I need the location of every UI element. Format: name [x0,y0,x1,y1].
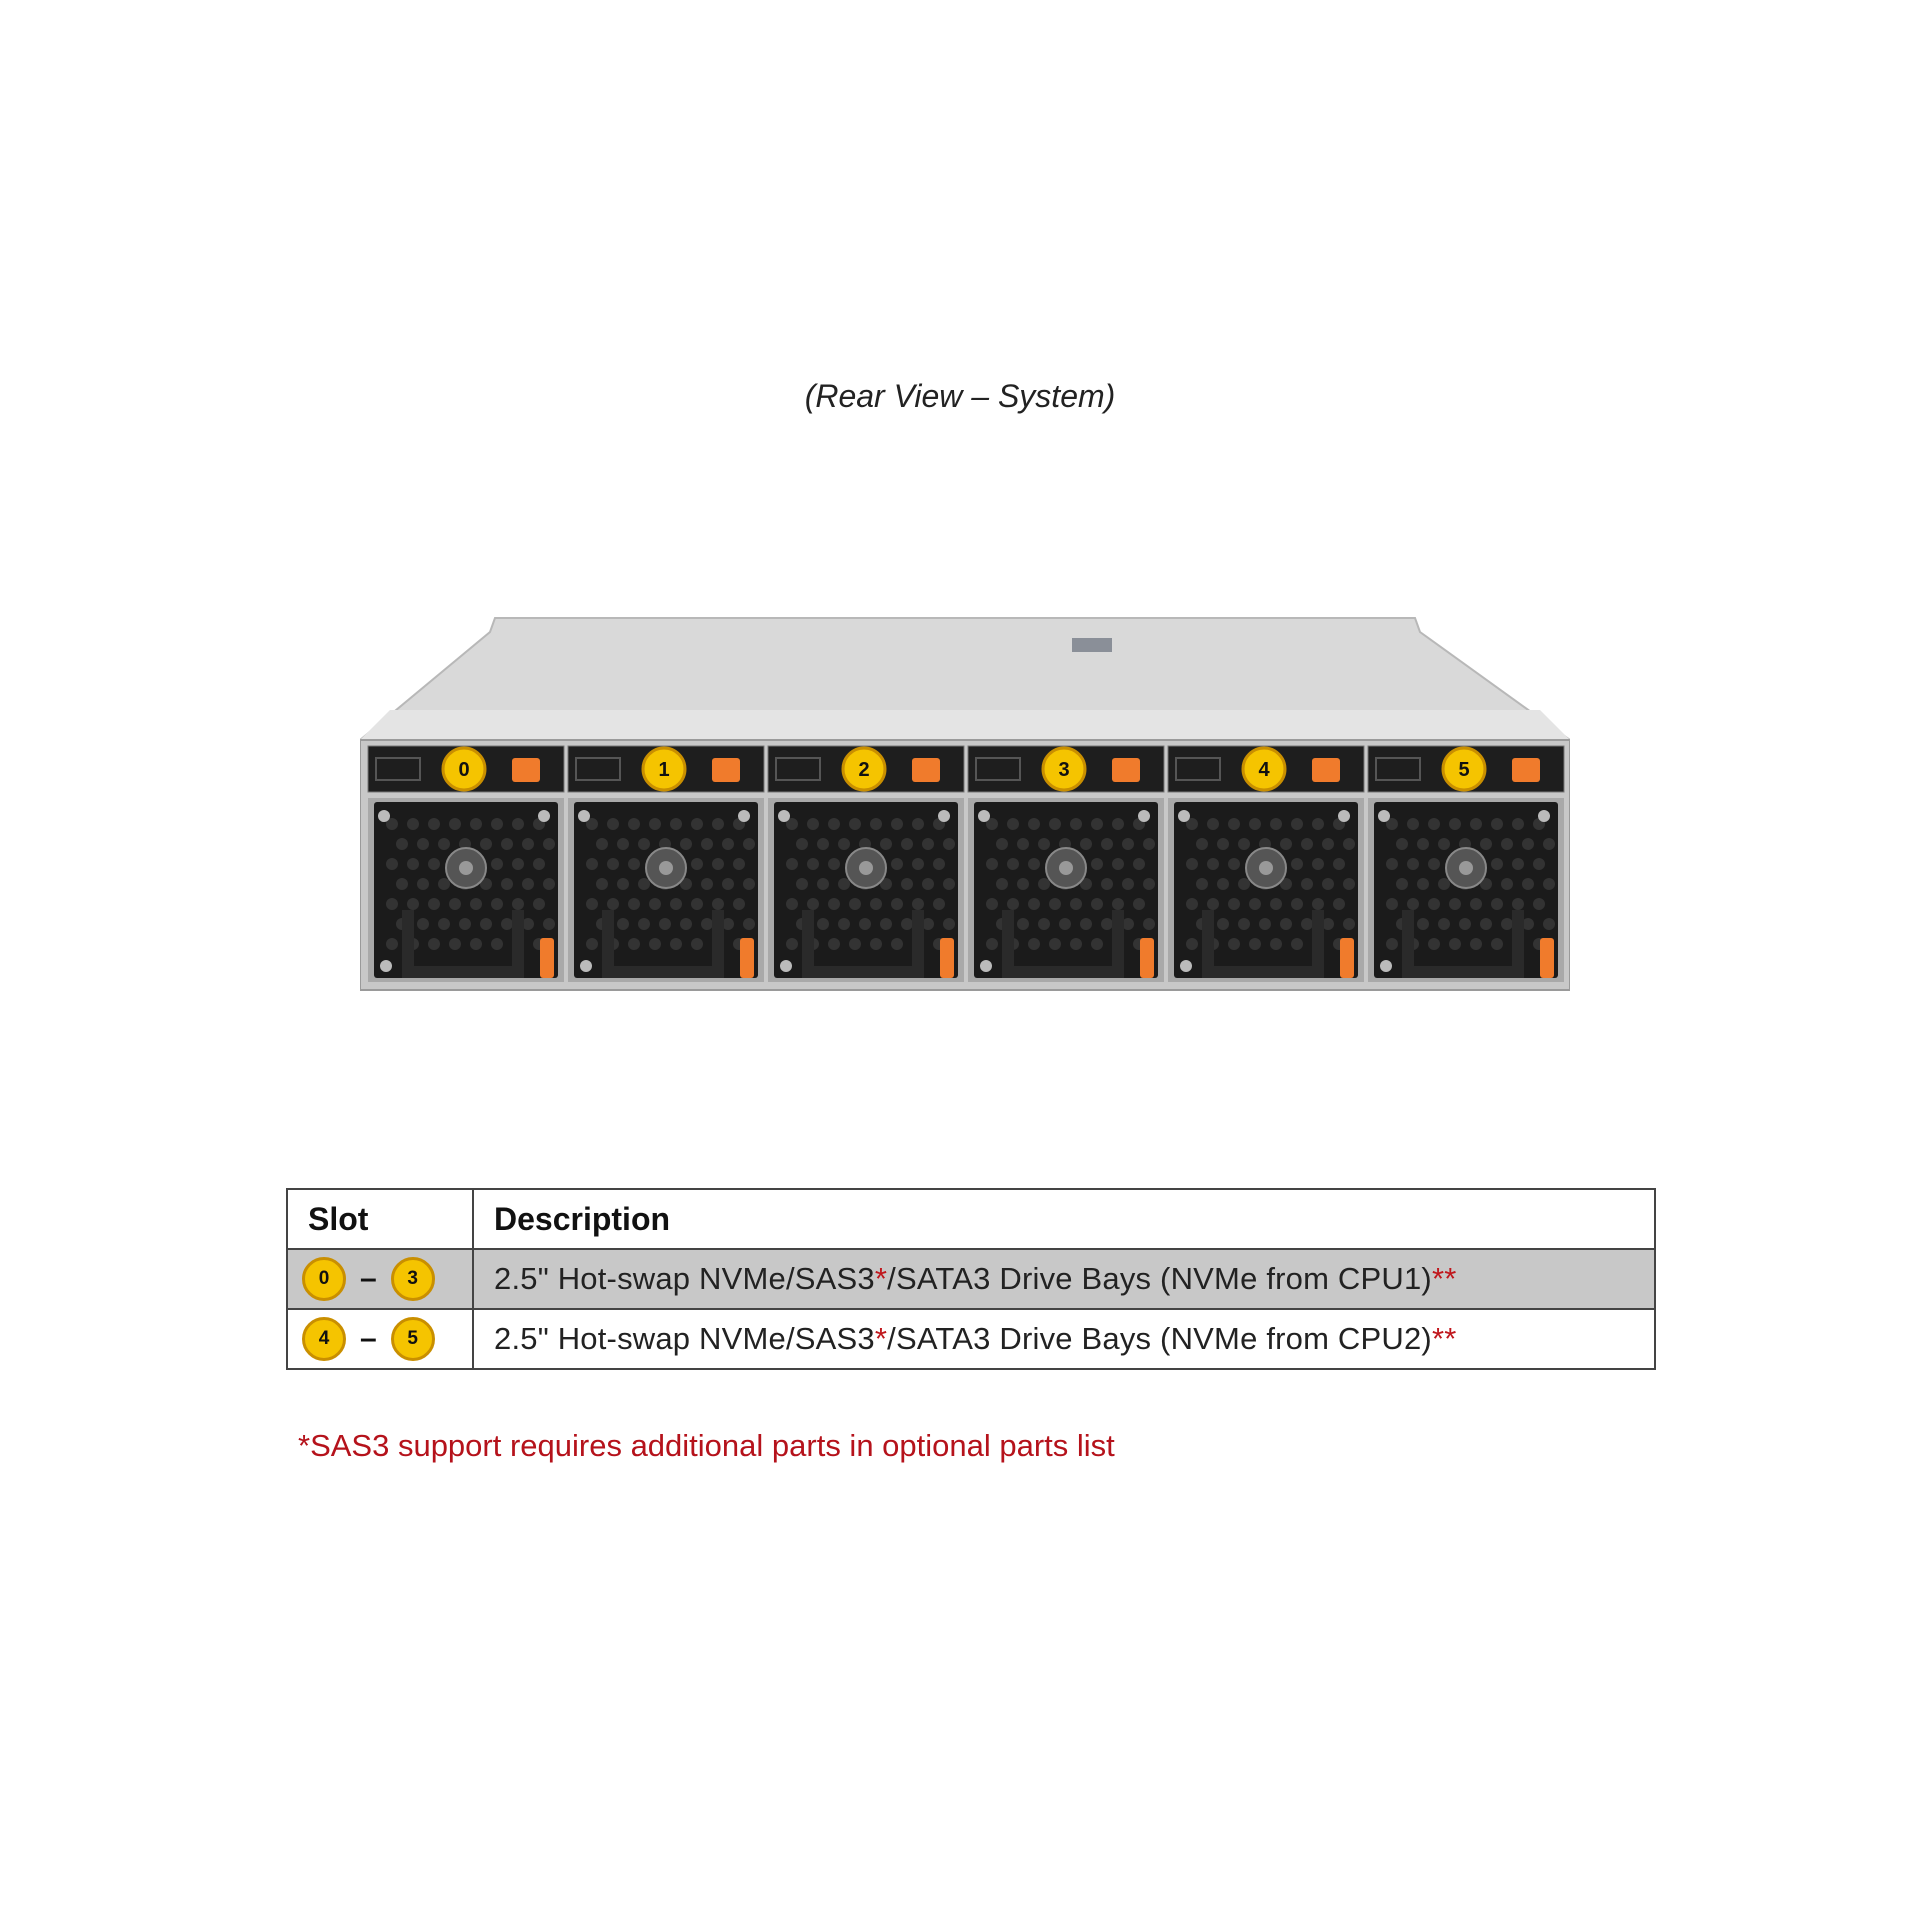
slot-badge: 5 [390,1317,435,1361]
release-button-icon [1512,758,1540,782]
release-button-icon [712,758,740,782]
table-row: 0–3 2.5" Hot-swap NVMe/SAS3*/SATA3 Drive… [286,1248,1656,1310]
description-text: /SATA3 Drive Bays (NVMe from CPU1) [887,1261,1432,1296]
slot-number-badge [1441,746,1487,792]
slot-number-badge [1241,746,1287,792]
handle-icon [1002,910,1124,978]
latch-tab-icon [1340,938,1354,978]
screw-icon [980,960,992,972]
server-rear-view-image: 0 1 2 3 4 5 [360,610,1570,1000]
slot-range: 0–3 [286,1248,474,1310]
slot-number-label: 5 [1458,759,1469,781]
footnote-mark: ** [1431,1261,1457,1296]
slot-number-label: 4 [1258,759,1270,781]
fan-module [574,802,758,978]
screw-icon [380,960,392,972]
screw-icon [738,810,750,822]
footnote: *SAS3 support requires additional parts … [298,1428,1115,1463]
screw-icon [1180,960,1192,972]
slot-badge: 3 [390,1257,435,1301]
slot-badge: 0 [302,1257,346,1301]
handle-icon [602,910,724,978]
server-illustration: 0 1 2 3 4 5 [360,617,1570,991]
screw-icon [580,960,592,972]
description-cell: 2.5" Hot-swap NVMe/SAS3*/SATA3 Drive Bay… [472,1248,1656,1310]
slot-number-badge [1041,746,1087,792]
slot-badge: 4 [302,1317,346,1361]
footnote-mark: * [874,1321,888,1356]
screw-icon [978,810,990,822]
range-dash: – [360,1262,377,1295]
latch-tab-icon [940,938,954,978]
slot-number-label: 2 [858,759,869,781]
handle-icon [802,910,924,978]
drive-bay: 4 [1167,745,1365,982]
fan-module [774,802,958,978]
view-caption: (Rear View – System) [804,378,1116,414]
fan-module [374,802,558,978]
description-text: 2.5" Hot-swap NVMe/SAS3 [494,1321,875,1356]
screw-icon [578,810,590,822]
latch-tab-icon [540,938,554,978]
slot-number-badge [841,746,887,792]
release-button-icon [512,758,540,782]
handle-icon [402,910,524,978]
handle-icon [1402,910,1524,978]
screw-icon [1538,810,1550,822]
drive-bay: 1 [567,745,765,982]
fan-module [1174,802,1358,978]
slot-range: 4–5 [286,1308,474,1370]
slot-number-badge [641,746,687,792]
screw-icon [1338,810,1350,822]
slot-number-label: 3 [1058,759,1069,781]
drive-bay: 0 [367,745,565,982]
screw-icon [538,810,550,822]
screw-icon [1178,810,1190,822]
slot-description-table: Slot Description 0–3 2.5" Hot-swap NVMe/… [286,1188,1656,1370]
fan-module [1374,802,1558,978]
screw-icon [780,960,792,972]
screw-icon [938,810,950,822]
fan-module [974,802,1158,978]
screw-icon [1380,960,1392,972]
drive-bay: 3 [967,745,1165,982]
footnote-mark: ** [1431,1321,1457,1356]
range-dash: – [360,1322,377,1355]
slot-number-badge [441,746,487,792]
release-button-icon [1112,758,1140,782]
release-button-icon [1312,758,1340,782]
footnote-mark: * [874,1261,888,1296]
screw-icon [1378,810,1390,822]
drive-bay: 5 [1367,745,1565,982]
release-button-icon [912,758,940,782]
latch-tab-icon [1540,938,1554,978]
screw-icon [778,810,790,822]
description-text: /SATA3 Drive Bays (NVMe from CPU2) [887,1321,1432,1356]
table-row: 4–5 2.5" Hot-swap NVMe/SAS3*/SATA3 Drive… [286,1308,1656,1370]
description-text: 2.5" Hot-swap NVMe/SAS3 [494,1261,875,1296]
description-column-header: Description [472,1188,1656,1250]
description-cell: 2.5" Hot-swap NVMe/SAS3*/SATA3 Drive Bay… [472,1308,1656,1370]
latch-tab-icon [740,938,754,978]
screw-icon [1138,810,1150,822]
screw-icon [378,810,390,822]
handle-icon [1202,910,1324,978]
latch-tab-icon [1140,938,1154,978]
slot-number-label: 0 [458,759,469,781]
slot-number-label: 1 [658,759,669,781]
slot-column-header: Slot [286,1188,474,1250]
drive-bay: 2 [767,745,965,982]
